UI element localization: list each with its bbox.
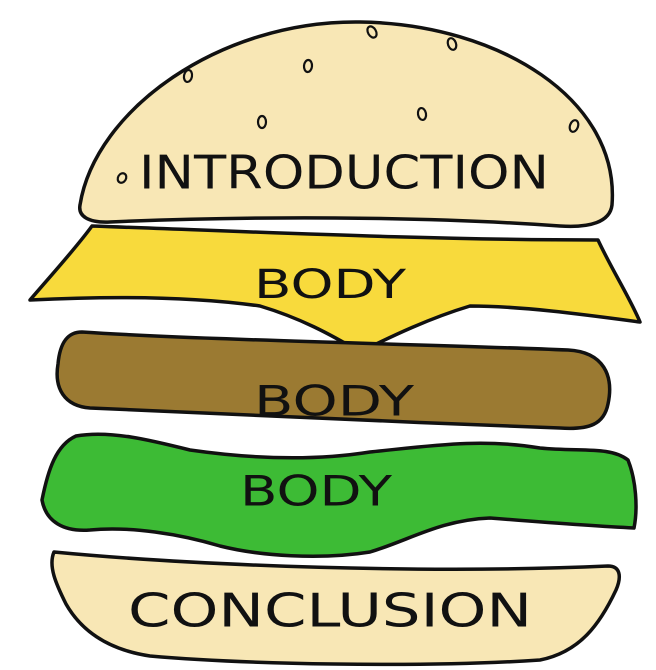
patty-layer: BODY xyxy=(57,332,609,428)
bottom-bun: CONCLUSION xyxy=(52,552,619,664)
lettuce-layer: BODY xyxy=(42,434,636,556)
patty-body-label: BODY xyxy=(254,377,414,426)
top-bun: INTRODUCTION xyxy=(80,22,613,226)
lettuce-body-label: BODY xyxy=(240,467,392,516)
introduction-label: INTRODUCTION xyxy=(139,146,549,200)
conclusion-label: CONCLUSION xyxy=(128,584,532,638)
cheese-body-label: BODY xyxy=(254,262,407,308)
